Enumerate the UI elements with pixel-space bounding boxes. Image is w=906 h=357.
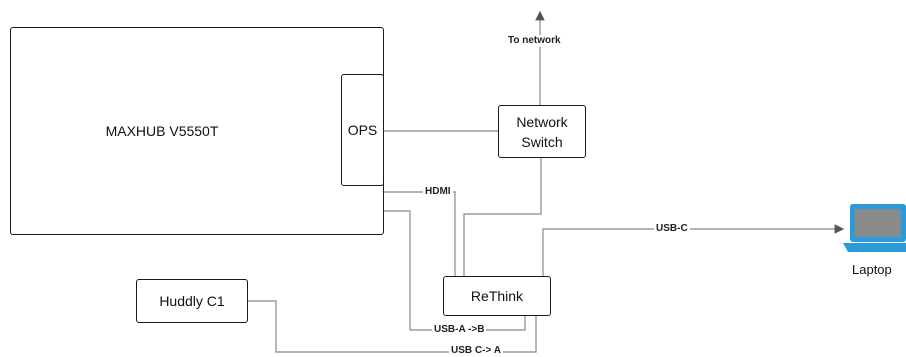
hdmi-line [384, 191, 456, 276]
usb-c-a-label: USB C-> A [449, 345, 503, 357]
to-network-label: To network [506, 35, 563, 47]
huddly-box: Huddly C1 [136, 279, 248, 323]
maxhub-display-box: MAXHUB V5550T [10, 27, 384, 235]
rethink-box: ReThink [443, 276, 551, 316]
network-switch-label: Network Switch [516, 113, 568, 150]
huddly-label: Huddly C1 [159, 293, 225, 309]
network-switch-box: Network Switch [498, 105, 586, 158]
usb-a-b-line [384, 210, 526, 331]
usb-c-a-line [248, 300, 537, 353]
laptop-label: Laptop [852, 262, 892, 277]
rethink-label: ReThink [470, 288, 524, 304]
hdmi-label: HDMI [423, 186, 453, 198]
usb-c-label: USB-C [654, 223, 690, 235]
usb-c-line [542, 224, 845, 276]
ops-label: OPS [347, 122, 378, 138]
usb-a-b-label: USB-A ->B [432, 324, 487, 336]
maxhub-label: MAXHUB V5550T [105, 123, 219, 139]
laptop-icon [843, 204, 906, 252]
switch-rethink-line [463, 158, 542, 276]
ops-box: OPS [341, 74, 384, 186]
